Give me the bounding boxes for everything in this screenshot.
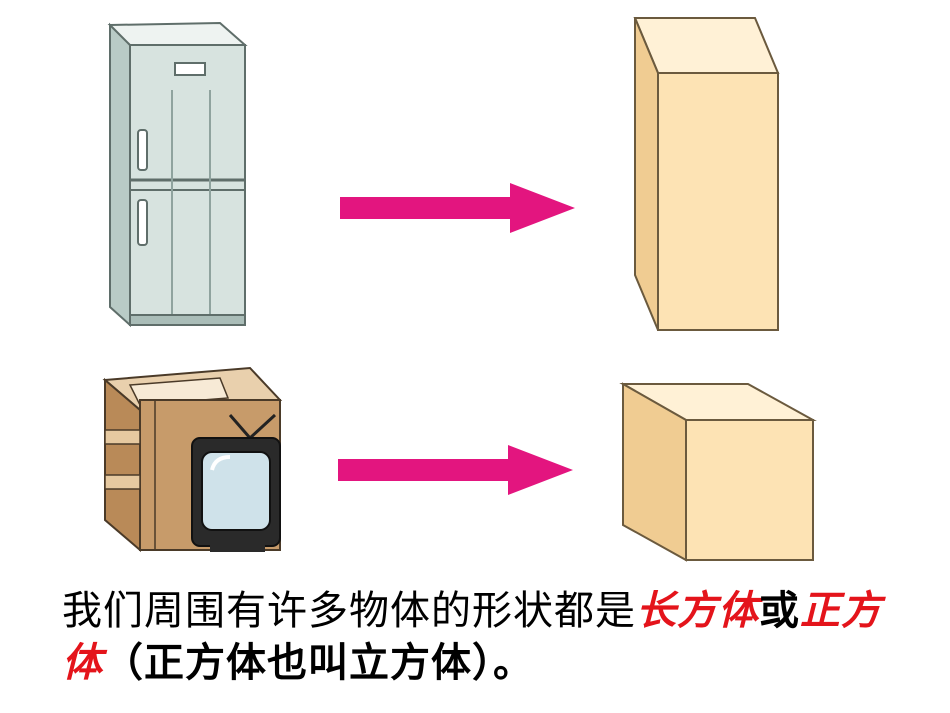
arrow-right-icon — [340, 183, 575, 233]
caption-part1: 我们周围有许多物体的形状都是 — [62, 588, 636, 634]
tv-box-icon — [102, 366, 283, 553]
arrow-right-icon — [338, 445, 573, 495]
caption-part2: （正方体也叫立方体）。 — [103, 640, 534, 686]
cuboid-icon — [633, 17, 780, 331]
refrigerator-icon — [107, 21, 248, 328]
caption-text: 我们周围有许多物体的形状都是长方体或正方体（正方体也叫立方体）。 — [62, 585, 922, 689]
caption-conjunction: 或 — [759, 588, 800, 634]
term-cuboid: 长方体 — [636, 588, 759, 634]
term-cube: 正方体 — [62, 588, 882, 686]
cube-icon — [619, 382, 817, 562]
